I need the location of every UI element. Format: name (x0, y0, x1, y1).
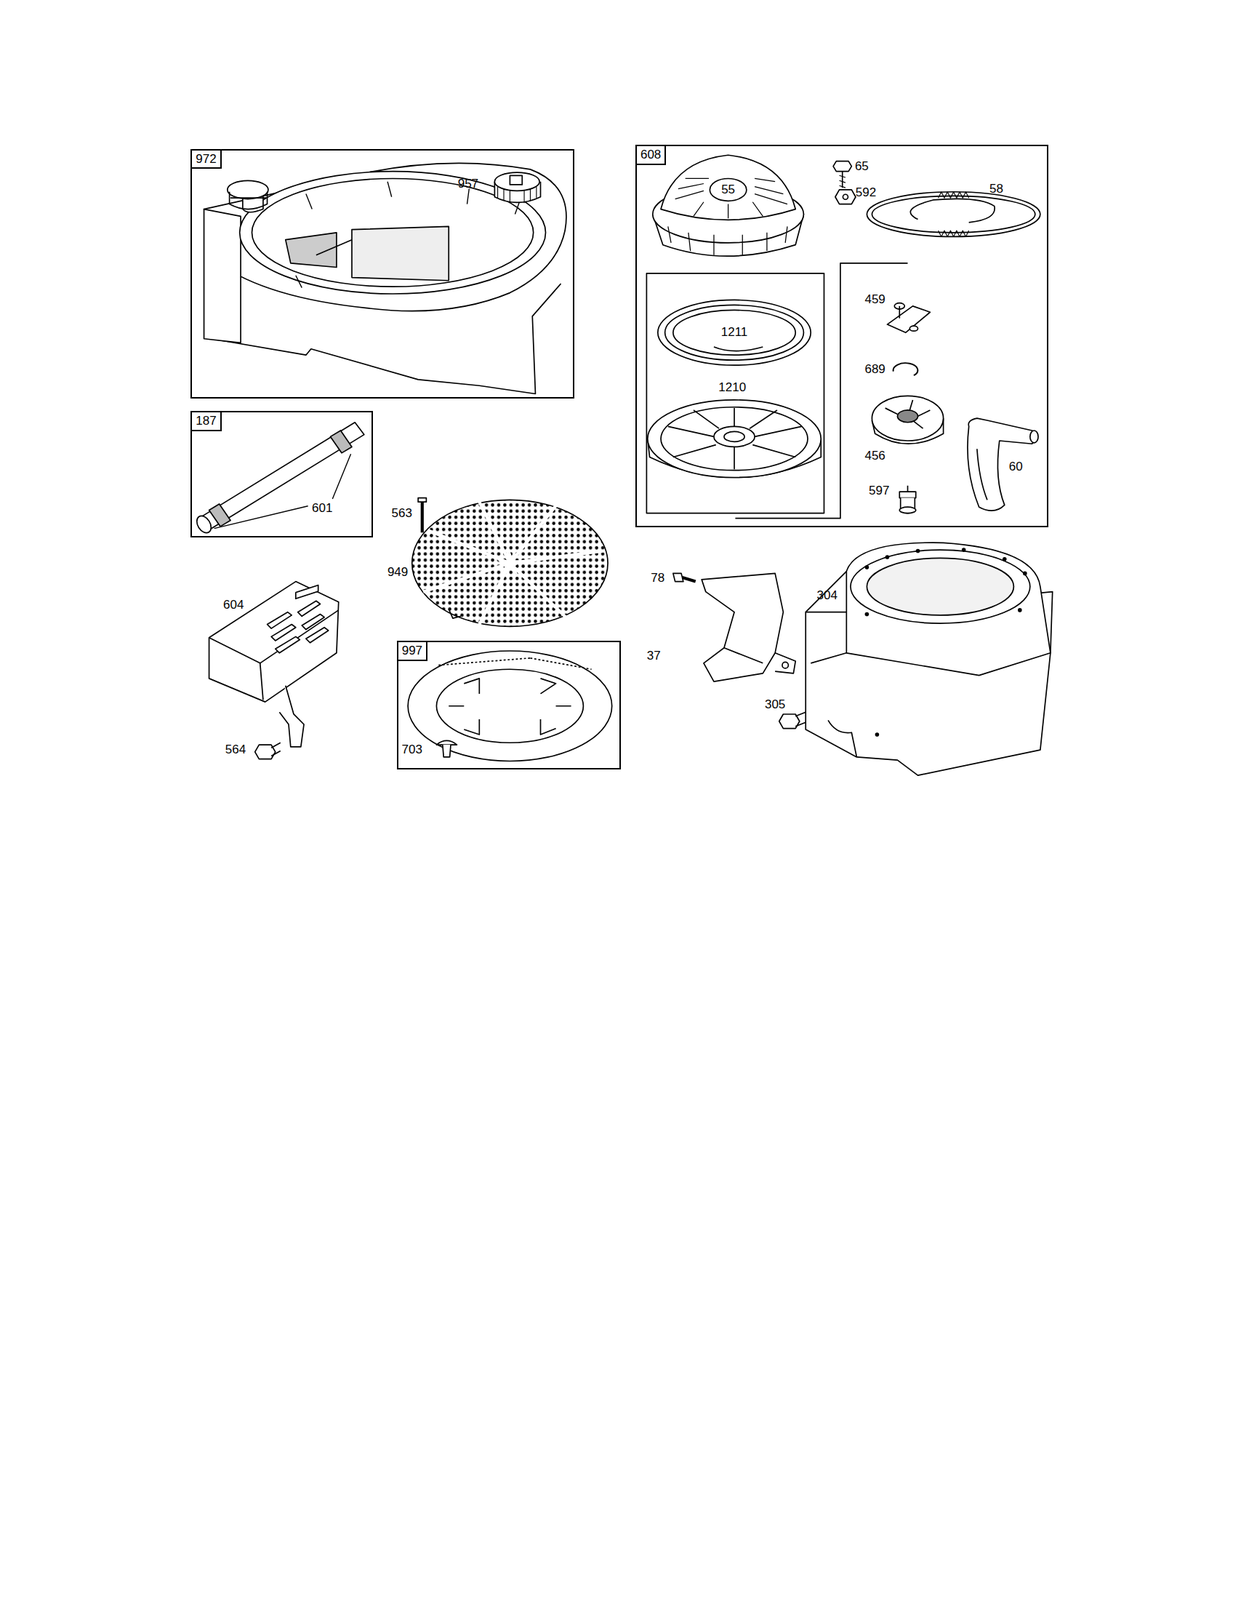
part-group-frame: 997 (396, 640, 622, 770)
callout-number: 601 (310, 500, 334, 515)
callout-number: 65 (853, 159, 871, 174)
callout-number: 60 (1007, 460, 1025, 475)
callout-number: 949 (386, 565, 410, 580)
part-group-frame: 608 (635, 144, 1049, 528)
group-number: 972 (191, 150, 222, 170)
callout-number: 564 (223, 742, 248, 757)
callout-number: 456 (862, 449, 887, 464)
callout-number: 55 (719, 183, 737, 198)
part-group-frame: 187 (190, 410, 373, 538)
callout-number: 305 (763, 697, 787, 712)
group-number: 997 (398, 641, 428, 661)
callout-number: 689 (862, 362, 887, 376)
group-number: 187 (191, 412, 222, 432)
callout-number: 957 (456, 176, 480, 191)
callout-number: 37 (645, 649, 663, 664)
callout-number: 703 (400, 742, 424, 757)
callout-number: 58 (987, 181, 1005, 196)
callout-number: 597 (867, 483, 891, 498)
group-number: 608 (636, 146, 666, 166)
callout-number: 304 (814, 588, 839, 603)
callout-number: 1210 (716, 380, 748, 395)
callout-number: 459 (862, 292, 887, 307)
part-group-frame: 972 (190, 149, 574, 400)
callout-number: 604 (221, 598, 246, 613)
callout-number: 563 (390, 505, 414, 520)
callout-number: 592 (854, 186, 878, 200)
callout-number: 78 (649, 571, 666, 586)
callout-number: 1211 (719, 325, 750, 340)
